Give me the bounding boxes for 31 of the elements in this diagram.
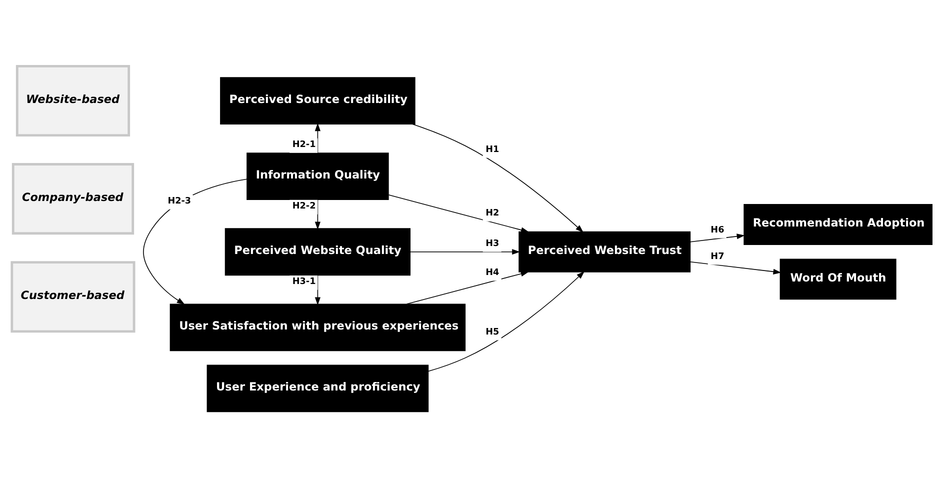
- edge-label: H2-2: [292, 201, 316, 212]
- edge-label: H6: [710, 224, 724, 235]
- edge-label: H2: [486, 208, 500, 218]
- edge-label: H4: [486, 268, 500, 278]
- arrow: [412, 123, 584, 232]
- arrow: [388, 194, 530, 232]
- edge-label: H2-3: [168, 196, 192, 206]
- arrow: [428, 270, 585, 372]
- node-box: Perceived Website Trust: [518, 230, 691, 272]
- edge-label: H7: [710, 251, 724, 262]
- node-box: User Satisfaction with previous experiences: [170, 303, 466, 351]
- edge-label: H2-1: [292, 140, 316, 150]
- node-box: Information Quality: [246, 152, 389, 200]
- arrow: [406, 270, 529, 304]
- node-box: User Experience and proficiency: [206, 364, 429, 412]
- edge-label: H1: [486, 144, 500, 155]
- node-box: Word Of Mouth: [780, 258, 896, 300]
- arrow: [690, 260, 782, 274]
- node-box: Perceived Source credibility: [220, 76, 416, 124]
- arrow: [690, 233, 745, 242]
- node-box: Recommendation Adoption: [744, 204, 932, 245]
- arrow: [314, 122, 321, 153]
- arrow: [410, 248, 520, 254]
- node-box: Website-based: [16, 64, 130, 136]
- node-box: Company-based: [12, 162, 134, 234]
- edge-label: H5: [486, 326, 500, 337]
- node-box: Customer-based: [10, 260, 136, 332]
- node-box: Perceived Website Quality: [224, 228, 411, 276]
- edge-label: H3-1: [292, 276, 316, 287]
- arrow: [143, 178, 248, 304]
- edge-label: H3: [486, 238, 500, 249]
